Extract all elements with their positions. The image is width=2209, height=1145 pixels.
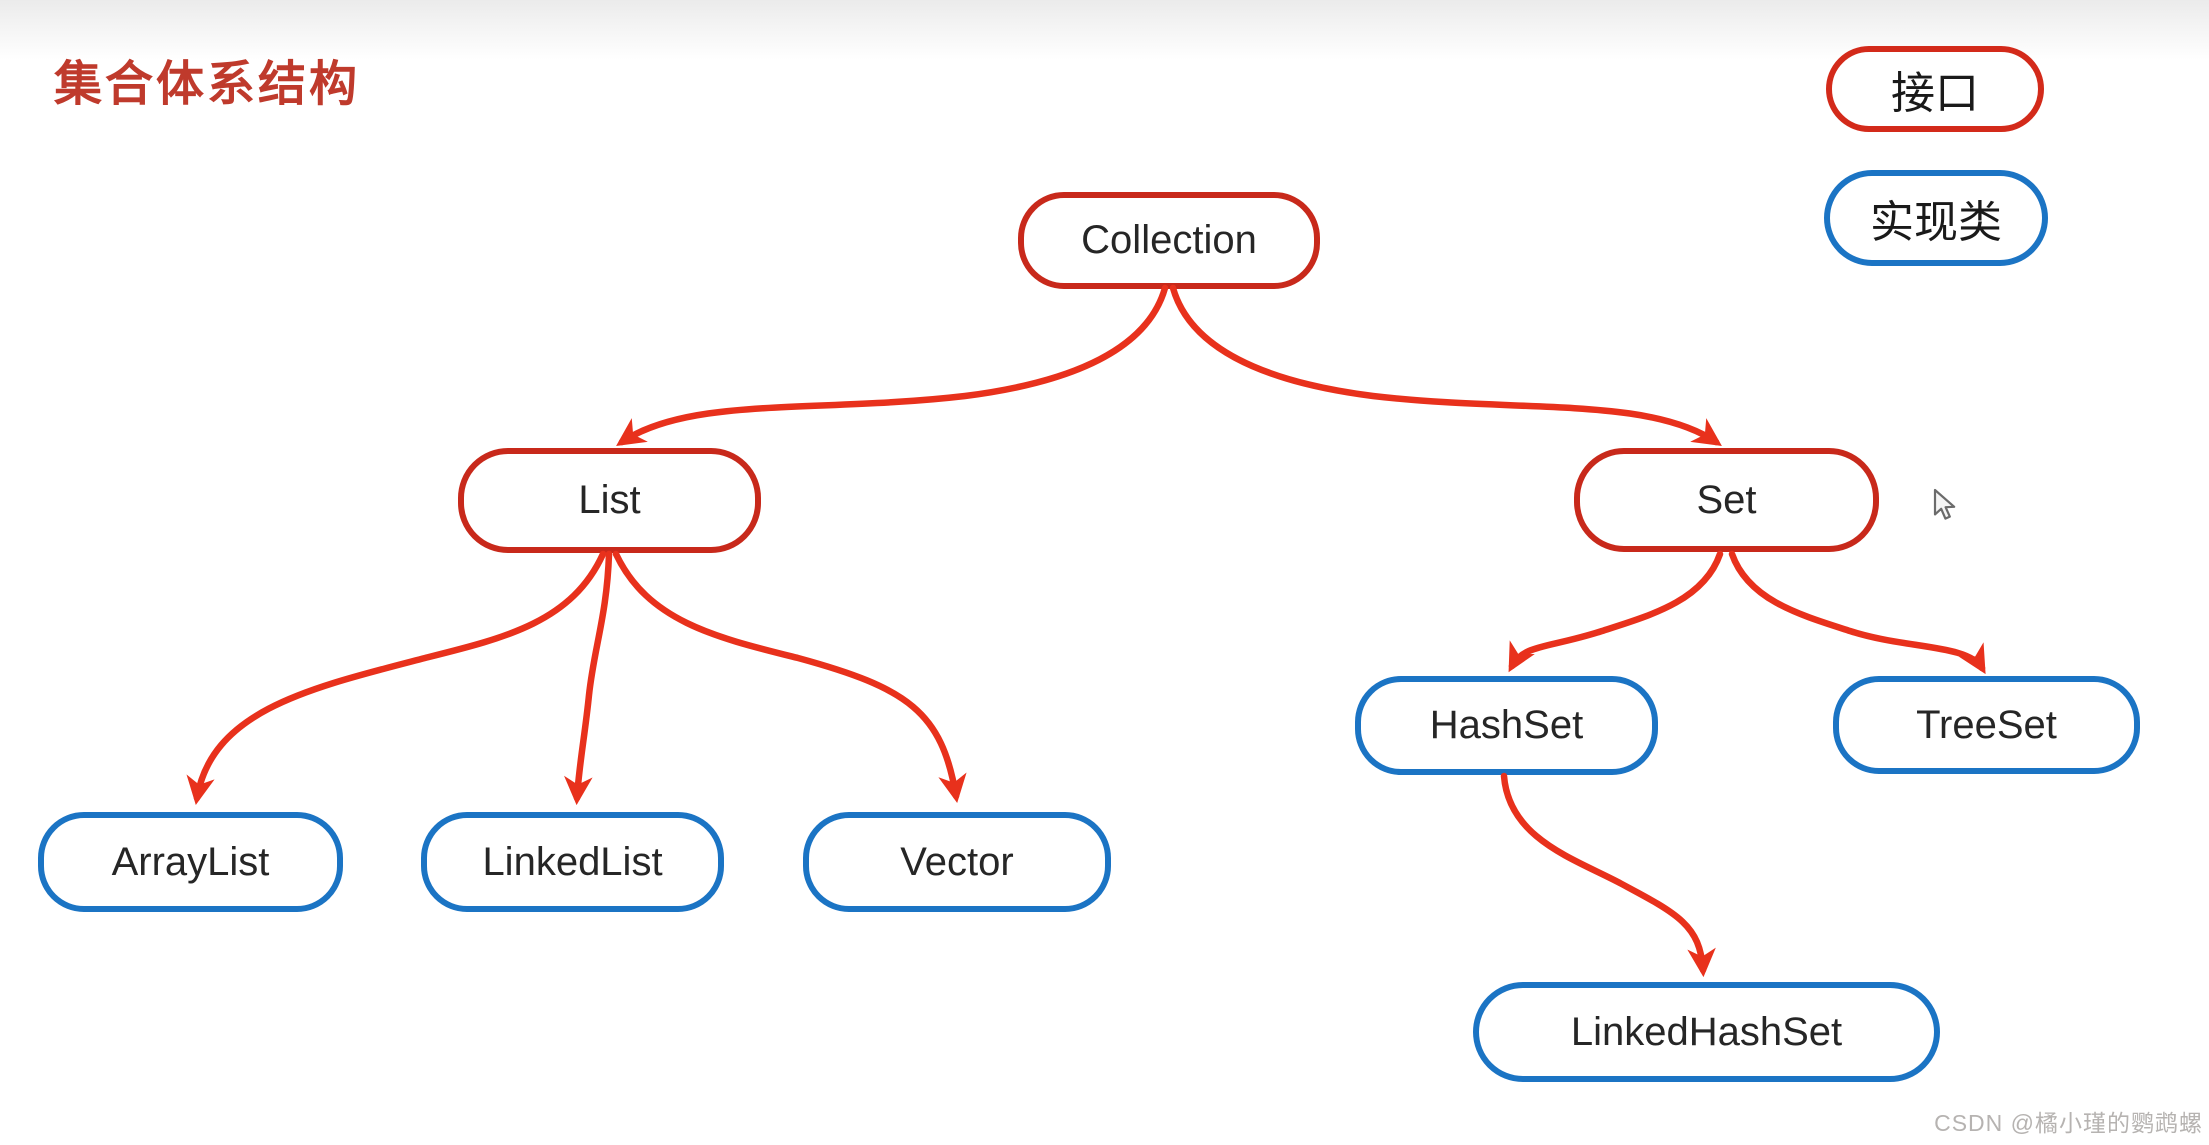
page-title: 集合体系结构 [54,58,361,111]
edge-list-vector [612,550,967,804]
edge-collection-list [616,284,1169,446]
edge-set-treeset [1728,550,1986,675]
node-linkedhashset-label: LinkedHashSet [1570,1009,1843,1054]
top-gradient [0,0,2209,60]
node-arraylist: ArrayList [38,812,343,912]
legend-implementation-class-label: 实现类 [1870,198,2002,247]
node-arraylist-label: ArrayList [111,839,270,884]
edge-list-arraylist [186,550,607,806]
node-collection: Collection [1018,192,1320,289]
watermark-text: CSDN @橘小瑾的鹦鹉螺 [1934,1110,2203,1136]
edge-set-hashset [1508,550,1724,673]
mouse-cursor-icon [1933,488,1956,520]
node-collection-label: Collection [1081,218,1257,262]
legend-interface: 接口 [1826,46,2044,132]
node-linkedhashset: LinkedHashSet [1473,982,1940,1082]
legend-interface-label: 接口 [1891,69,1979,118]
node-linkedlist: LinkedList [421,812,724,912]
legend-implementation-class: 实现类 [1824,170,2048,266]
edge-hashset-linkedhashset [1500,772,1716,978]
node-hashset: HashSet [1355,676,1658,775]
edge-collection-set [1169,284,1722,446]
node-set-label: Set [1696,477,1757,522]
node-linkedlist-label: LinkedList [482,839,663,884]
node-hashset-label: HashSet [1429,703,1584,747]
edge-list-linkedlist [564,550,613,806]
node-vector-label: Vector [900,839,1014,884]
node-vector: Vector [803,812,1111,912]
node-treeset: TreeSet [1833,676,2140,774]
node-treeset-label: TreeSet [1916,702,2057,747]
node-list-label: List [578,478,641,522]
node-set: Set [1574,448,1879,552]
node-list: List [458,448,761,553]
